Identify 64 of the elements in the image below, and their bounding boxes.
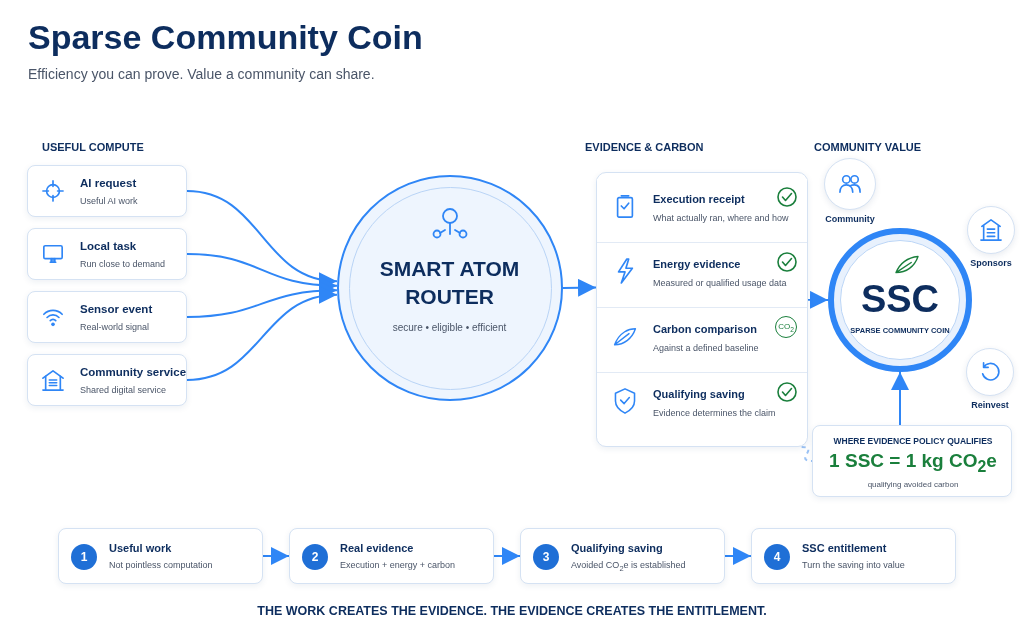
coin-symbol: SSC [859,278,941,321]
conversion-rate: 1 SSC = 1 kg CO$_{2}$e [828,450,998,476]
row-subtitle: What actually ran, where and how [653,213,789,223]
policy-card [812,425,1012,497]
circle-label: Community [824,214,876,224]
card-subtitle: Run close to demand [80,259,166,269]
row-subtitle: Against a defined baseline [653,343,759,353]
circle-label: Sponsors [969,258,1013,268]
row-title: Qualifying saving [653,388,745,400]
caption: THE WORK CREATES THE EVIDENCE. THE EVIDENCE CREATES THE ENTITLEMENT. [256,604,768,618]
card-subtitle: Useful AI work [80,196,138,206]
arrow [562,278,597,297]
row-title: Carbon comparison [653,323,757,335]
row-subtitle: Evidence determines the claim [653,408,776,418]
compute-card [27,291,187,343]
evidence-row [597,179,807,243]
router-subtitle: secure • eligible • efficient [391,322,508,333]
evidence-panel [596,172,808,447]
column-heading: USEFUL COMPUTE [42,141,144,153]
step-description: Not pointless computation [109,560,213,570]
row-title: Execution receipt [653,193,745,205]
arrow [724,547,752,565]
evidence-row [597,244,807,308]
step-card [751,528,956,584]
step-card [520,528,725,584]
subtitle: Efficiency you can prove. Value a community can share. [28,66,375,82]
step-description: Execution + energy + carbon [340,560,456,570]
step-title: SSC entitlement [802,542,887,554]
evidence-row [597,309,807,373]
arrow [493,547,521,565]
card-subtitle: Shared digital service [80,385,167,395]
step-card [289,528,494,584]
column-heading: EVIDENCE & CARBON [585,141,704,153]
title: Sparse Community Coin [28,18,423,57]
compute-card [27,354,187,406]
column-heading: COMMUNITY VALUE [814,141,922,153]
arrow [807,290,829,309]
policy-heading: WHERE EVIDENCE POLICY QUALIFIES [832,436,994,446]
compute-card [27,228,187,280]
card-title: AI request [80,177,137,189]
step-title: Real evidence [340,542,414,554]
step-card [58,528,263,584]
step-number: 2 [302,544,328,570]
compute-card [27,165,187,217]
arrow [891,371,909,426]
step-description: Turn the saving into value [802,560,905,570]
circle-label: Reinvest [970,400,1010,410]
step-title: Qualifying saving [571,542,663,554]
arrow [262,547,290,565]
card-subtitle: Real-world signal [80,322,150,332]
step-number: 3 [533,544,559,570]
router-title: SMART ATOM ROUTER [378,256,521,310]
card-title: Community service [80,366,187,378]
row-subtitle: Measured or qualified usage data [653,278,787,288]
row-title: Energy evidence [653,258,741,270]
step-description: Avoided CO$_{2}$e is established [571,560,686,573]
policy-note: qualifying avoided carbon [866,480,960,489]
step-number: 1 [71,544,97,570]
step-number: 4 [764,544,790,570]
evidence-row [597,374,807,438]
card-title: Sensor event [80,303,153,315]
card-title: Local task [80,240,137,252]
connector-line [800,446,813,462]
step-title: Useful work [109,542,172,554]
